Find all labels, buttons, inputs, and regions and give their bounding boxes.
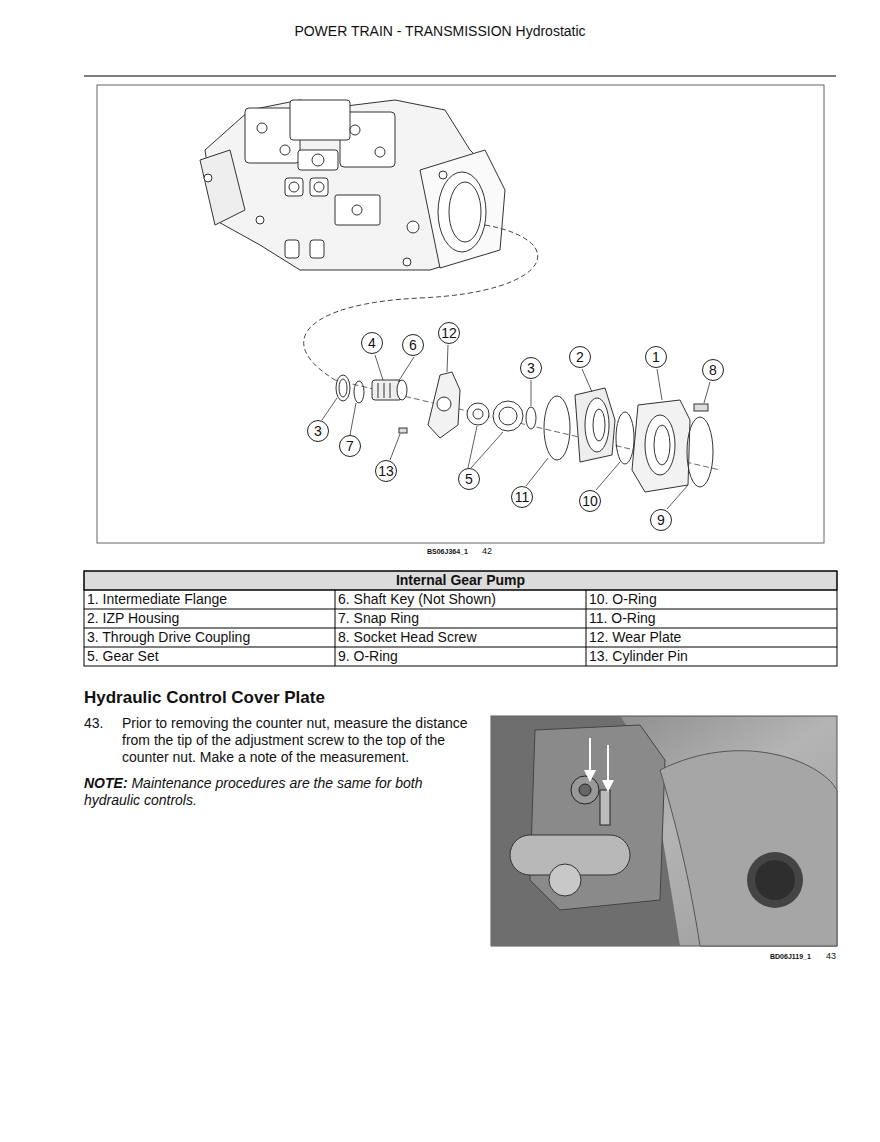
callout-number: 1 (652, 350, 660, 364)
callout-number: 5 (465, 472, 473, 486)
table-cell: 5. Gear Set (87, 648, 159, 664)
table-cell: 9. O-Ring (338, 648, 398, 664)
callout-circle: 9 (650, 509, 672, 531)
table-cell: 13. Cylinder Pin (589, 648, 688, 664)
section-heading: Hydraulic Control Cover Plate (84, 688, 484, 708)
step-number: 43. (84, 715, 103, 731)
callout-circle: 6 (402, 334, 424, 356)
callout-number: 4 (368, 336, 376, 350)
callout-circle: 7 (339, 435, 361, 457)
note-block: NOTE: Maintenance procedures are the sam… (84, 775, 464, 809)
figure-frame (97, 85, 824, 543)
step-text: Prior to removing the counter nut, measu… (122, 715, 472, 766)
callout-circle: 11 (511, 486, 533, 508)
header-rule (84, 75, 836, 76)
table-cell: 12. Wear Plate (589, 629, 681, 645)
table-grid (84, 571, 837, 666)
table-cell: 1. Intermediate Flange (87, 591, 227, 607)
table-cell: 11. O-Ring (589, 610, 656, 626)
callout-number: 11 (515, 490, 530, 504)
figure-code: BS06J364_1 (427, 548, 468, 555)
table-cell: 7. Snap Ring (338, 610, 419, 626)
figure-code: BD06J119_1 (770, 953, 811, 960)
photo (491, 716, 837, 946)
callout-circle: 3 (307, 420, 329, 442)
callout-number: 2 (576, 350, 584, 364)
figure-number: 43 (826, 951, 836, 961)
callout-circle: 2 (569, 346, 591, 368)
table-header: Internal Gear Pump (84, 572, 837, 588)
table-cell: 2. IZP Housing (87, 610, 179, 626)
table-cell: 8. Socket Head Screw (338, 629, 477, 645)
callout-circle: 4 (361, 332, 383, 354)
table-cell: 3. Through Drive Coupling (87, 629, 250, 645)
table-cell: 10. O-Ring (589, 591, 657, 607)
callout-number: 9 (657, 513, 665, 527)
callout-circle: 10 (579, 490, 601, 512)
assembly-axis (335, 380, 720, 470)
callout-number: 6 (409, 338, 417, 352)
callout-circle: 1 (645, 346, 667, 368)
callout-number: 13 (378, 464, 394, 478)
leader-lines (322, 345, 710, 509)
callout-number: 7 (346, 439, 354, 453)
exploded-parts (336, 372, 713, 492)
figure-number: 42 (482, 546, 492, 556)
page-header: POWER TRAIN - TRANSMISSION Hydrostatic (0, 23, 880, 39)
callout-number: 12 (441, 326, 457, 340)
callout-number: 3 (527, 361, 535, 375)
callout-number: 8 (709, 363, 717, 377)
pump-assembly (200, 100, 505, 270)
callout-circle: 8 (702, 359, 724, 381)
callout-circle: 3 (520, 357, 542, 379)
callout-circle: 5 (458, 468, 480, 490)
callout-number: 3 (314, 424, 322, 438)
callout-circle: 13 (375, 460, 397, 482)
note-text: Maintenance procedures are the same for … (84, 775, 423, 808)
assembly-line (304, 225, 538, 380)
callout-circle: 12 (438, 322, 460, 344)
note-label: NOTE: (84, 775, 128, 791)
callout-number: 10 (582, 494, 598, 508)
table-cell: 6. Shaft Key (Not Shown) (338, 591, 496, 607)
